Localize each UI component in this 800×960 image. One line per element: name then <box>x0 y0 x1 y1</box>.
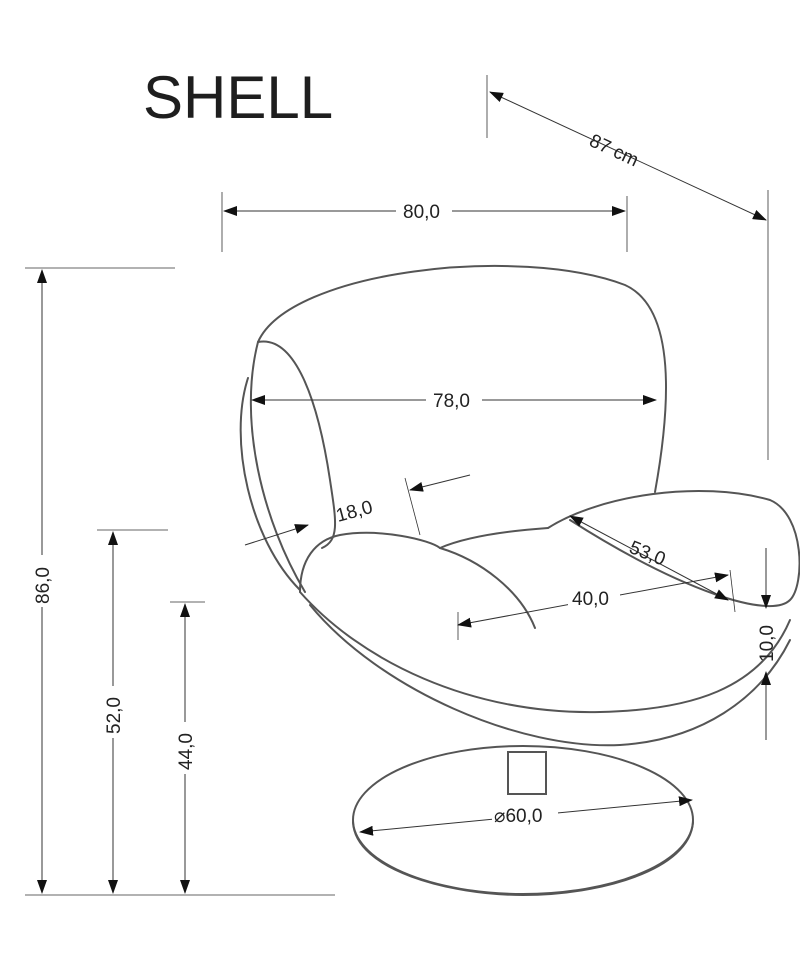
round-base-edge <box>352 821 694 897</box>
label-base-diameter: ⌀60,0 <box>494 806 542 827</box>
seat-cushion-front <box>439 547 536 629</box>
label-width-overall: 80,0 <box>403 202 440 223</box>
dim-arrow-armrest-right <box>409 474 471 492</box>
seat-shell-bottom <box>299 591 791 714</box>
label-armrest-thickness: 18,0 <box>334 497 375 527</box>
backrest-outline <box>257 265 667 493</box>
shell-left-inner <box>249 341 306 593</box>
shell-left-side <box>239 377 301 591</box>
label-depth-overall: 87 cm <box>586 130 642 171</box>
dim-arrow-armrest-left <box>244 524 309 546</box>
backrest-inner-panel <box>257 340 337 549</box>
armrest-left <box>299 531 441 593</box>
label-seat-depth: 40,0 <box>572 589 609 610</box>
label-total-height: 86,0 <box>33 567 54 604</box>
seat-cushion-top <box>439 527 549 549</box>
seat-shell-underside <box>309 604 791 747</box>
label-seat-cushion-height: 10,0 <box>757 625 778 662</box>
label-seat-height: 44,0 <box>176 733 197 770</box>
label-armrest-height: 52,0 <box>104 697 125 734</box>
dim-line-depth-overall <box>489 91 767 221</box>
chair-drawing <box>239 265 800 897</box>
swivel-stem <box>507 751 547 795</box>
product-title: SHELL <box>143 64 333 131</box>
label-backrest-width: 78,0 <box>433 391 470 412</box>
